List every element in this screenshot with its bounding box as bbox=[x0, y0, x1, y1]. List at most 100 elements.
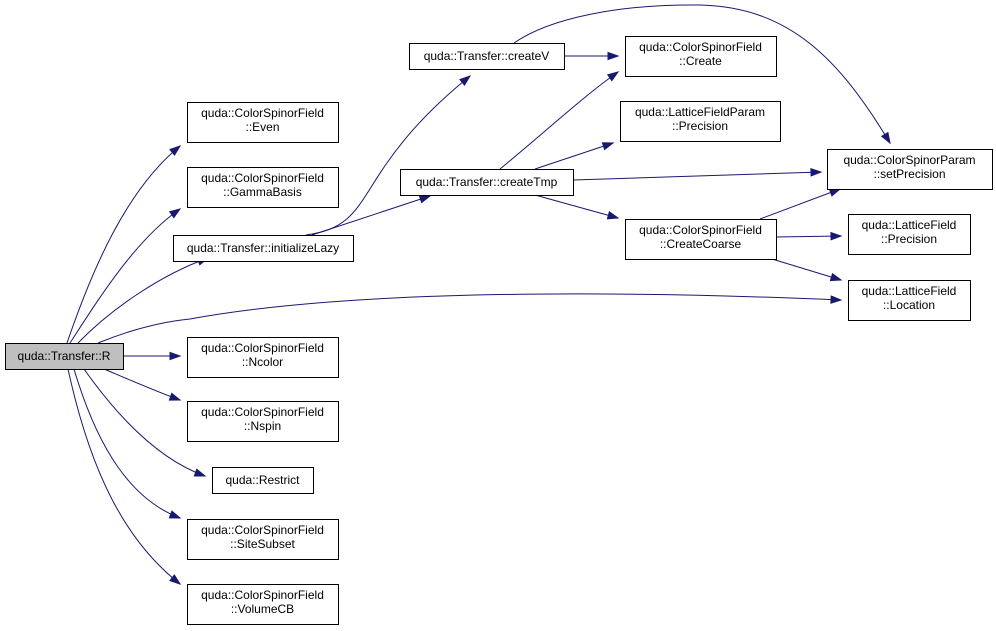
edges-layer bbox=[66, 4, 891, 585]
arrowhead-icon bbox=[168, 510, 182, 519]
node-box bbox=[848, 280, 971, 321]
node-label-line: quda::ColorSpinorField bbox=[201, 588, 324, 602]
node-nspin[interactable]: quda::ColorSpinorField::Nspin bbox=[187, 401, 339, 442]
node-createCoarse[interactable]: quda::ColorSpinorField::CreateCoarse bbox=[625, 219, 777, 260]
node-box bbox=[173, 235, 354, 262]
edge-root-to-even bbox=[66, 145, 182, 344]
arrowhead-icon bbox=[601, 142, 615, 151]
arrowhead-icon bbox=[169, 145, 182, 156]
edge-line bbox=[572, 171, 822, 181]
node-setPrecision[interactable]: quda::ColorSpinorParam::setPrecision bbox=[827, 149, 993, 190]
node-root[interactable]: quda::Transfer::R bbox=[5, 343, 124, 370]
edge-line bbox=[73, 368, 181, 519]
node-box bbox=[187, 167, 339, 208]
node-label-line: quda::ColorSpinorField bbox=[639, 40, 762, 54]
edge-line bbox=[67, 368, 181, 585]
node-gamma[interactable]: quda::ColorSpinorField::GammaBasis bbox=[187, 167, 339, 208]
edge-createV-to-setPrecision bbox=[513, 4, 891, 145]
arrowhead-icon bbox=[169, 351, 182, 361]
edge-line bbox=[311, 195, 431, 236]
node-box bbox=[187, 102, 339, 143]
node-box bbox=[400, 169, 574, 196]
node-label-line: quda::ColorSpinorField bbox=[201, 405, 324, 419]
arrowhead-icon bbox=[829, 272, 843, 282]
node-volumeCB[interactable]: quda::ColorSpinorField::VolumeCB bbox=[187, 584, 339, 625]
node-label-line: ::Precision bbox=[672, 119, 728, 133]
node-restrict[interactable]: quda::Restrict bbox=[212, 467, 314, 494]
node-label-line: quda::ColorSpinorField bbox=[201, 171, 324, 185]
edge-root-to-ncolor bbox=[123, 351, 182, 361]
node-label-line: ::Nspin bbox=[244, 419, 281, 433]
edge-line bbox=[771, 258, 842, 281]
node-label-line: quda::ColorSpinorParam bbox=[843, 153, 975, 167]
edge-createCoarse-to-lfPrecision bbox=[775, 231, 843, 241]
node-label-line: ::Ncolor bbox=[242, 355, 283, 369]
edge-createTmp-to-createCoarse bbox=[534, 194, 620, 220]
node-label-line: quda::LatticeField bbox=[862, 218, 957, 232]
node-initLazy[interactable]: quda::Transfer::initializeLazy bbox=[173, 235, 354, 262]
node-box bbox=[620, 101, 781, 142]
node-label-line: quda::LatticeFieldParam bbox=[635, 105, 765, 119]
node-csfCreate[interactable]: quda::ColorSpinorField::Create bbox=[625, 36, 777, 77]
edge-line bbox=[69, 208, 181, 344]
arrowhead-icon bbox=[810, 168, 823, 177]
arrowhead-icon bbox=[606, 71, 620, 82]
node-box bbox=[187, 401, 339, 442]
edge-line bbox=[775, 235, 842, 238]
arrowhead-icon bbox=[830, 231, 843, 241]
edge-initLazy-to-createV bbox=[305, 75, 472, 236]
node-lfpPrecision[interactable]: quda::LatticeFieldParam::Precision bbox=[620, 101, 781, 142]
edge-root-to-nspin bbox=[103, 368, 182, 401]
edge-createCoarse-to-setPrecision bbox=[759, 188, 842, 220]
edge-line bbox=[513, 4, 891, 144]
node-label-line: quda::LatticeField bbox=[862, 284, 957, 298]
edge-createTmp-to-csfCreate bbox=[499, 71, 620, 170]
arrowhead-icon bbox=[168, 392, 182, 401]
edge-line bbox=[305, 75, 471, 236]
node-label-line: quda::Transfer::R bbox=[18, 349, 111, 363]
node-siteSubset[interactable]: quda::ColorSpinorField::SiteSubset bbox=[187, 519, 339, 560]
node-label-line: quda::ColorSpinorField bbox=[639, 223, 762, 237]
node-lfPrecision[interactable]: quda::LatticeField::Precision bbox=[848, 214, 971, 255]
edge-root-to-gamma bbox=[69, 208, 182, 344]
edge-root-to-restrict bbox=[83, 368, 207, 477]
edge-root-to-siteSubset bbox=[73, 368, 182, 519]
node-even[interactable]: quda::ColorSpinorField::Even bbox=[187, 102, 339, 143]
node-label-line: ::VolumeCB bbox=[231, 602, 294, 616]
edge-createV-to-csfCreate bbox=[564, 51, 620, 61]
node-label-line: ::Precision bbox=[881, 232, 937, 246]
node-box bbox=[187, 584, 339, 625]
arrowhead-icon bbox=[193, 468, 207, 477]
edge-line bbox=[499, 71, 619, 170]
arrowhead-icon bbox=[459, 75, 472, 86]
edge-createTmp-to-lfpPrecision bbox=[534, 142, 615, 170]
edge-line bbox=[534, 194, 619, 219]
node-createTmp[interactable]: quda::Transfer::createTmp bbox=[400, 169, 574, 196]
node-label-line: quda::Transfer::createV bbox=[424, 49, 550, 63]
node-createV[interactable]: quda::Transfer::createV bbox=[409, 43, 565, 70]
node-box bbox=[409, 43, 565, 70]
arrowhead-icon bbox=[606, 211, 620, 220]
node-ncolor[interactable]: quda::ColorSpinorField::Ncolor bbox=[187, 337, 339, 378]
edge-root-to-volumeCB bbox=[67, 368, 182, 585]
arrowhead-icon bbox=[169, 574, 182, 585]
node-label-line: ::Even bbox=[245, 120, 279, 134]
node-label-line: ::SiteSubset bbox=[230, 537, 295, 551]
nodes-layer: quda::Transfer::Rquda::ColorSpinorField:… bbox=[5, 36, 993, 625]
arrowhead-icon bbox=[830, 295, 843, 304]
edge-line bbox=[103, 368, 181, 401]
edge-createCoarse-to-lfLocation bbox=[771, 258, 843, 282]
node-label-line: ::CreateCoarse bbox=[660, 237, 742, 251]
node-box bbox=[625, 36, 777, 77]
edge-createTmp-to-setPrecision bbox=[572, 168, 823, 181]
arrowhead-icon bbox=[880, 131, 891, 145]
node-label-line: ::setPrecision bbox=[873, 167, 945, 181]
node-box bbox=[187, 337, 339, 378]
node-lfLocation[interactable]: quda::LatticeField::Location bbox=[848, 280, 971, 321]
node-label-line: ::GammaBasis bbox=[223, 185, 302, 199]
node-box bbox=[848, 214, 971, 255]
arrowhead-icon bbox=[828, 188, 842, 197]
node-label-line: ::Location bbox=[883, 298, 935, 312]
node-box bbox=[187, 519, 339, 560]
